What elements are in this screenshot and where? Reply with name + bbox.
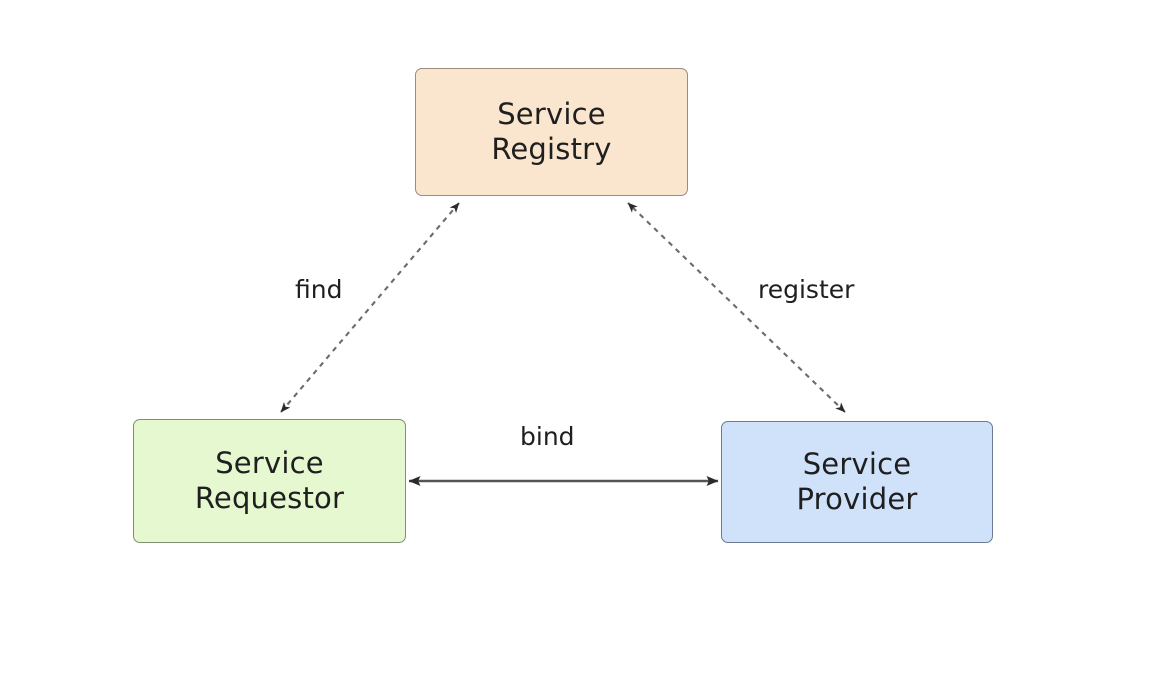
node-service-registry-line1: Service bbox=[497, 96, 606, 131]
edge-label-register: register bbox=[753, 274, 860, 305]
edge-label-find: find bbox=[290, 274, 348, 305]
edge-find-line bbox=[280, 202, 460, 413]
edge-label-bind: bind bbox=[515, 421, 580, 452]
edge-register-line bbox=[627, 202, 846, 413]
node-service-provider[interactable]: Service Provider bbox=[721, 421, 993, 543]
node-service-requestor[interactable]: Service Requestor bbox=[133, 419, 406, 543]
node-service-requestor-line1: Service bbox=[215, 445, 324, 480]
node-service-registry-line2: Registry bbox=[491, 132, 612, 166]
node-service-provider-line2: Provider bbox=[796, 482, 918, 516]
node-service-requestor-line2: Requestor bbox=[194, 481, 345, 515]
node-service-provider-line1: Service bbox=[802, 446, 912, 481]
node-service-registry[interactable]: Service Registry bbox=[415, 68, 688, 196]
